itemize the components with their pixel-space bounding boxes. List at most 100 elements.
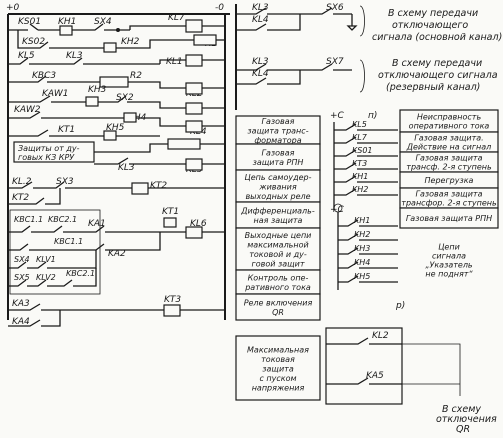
- kt3-label: KT3: [164, 295, 181, 305]
- klv2-row: [8, 268, 97, 287]
- signal-contact: [334, 188, 398, 196]
- legend-left-text: QR: [272, 308, 284, 317]
- legend-right-cell: [399, 207, 499, 229]
- sx2-row: [98, 95, 225, 109]
- kh2-coil: [103, 42, 117, 53]
- legend-left-text: Газовая: [262, 117, 295, 126]
- legend-left-text: Цепь самоудер-: [244, 173, 311, 182]
- kt2-coil: [131, 182, 149, 195]
- signal-contact: [334, 136, 398, 144]
- main-channel-note-3: сигнала (основной канал): [372, 32, 502, 43]
- kru-text-1: Защиты от ду-: [18, 144, 80, 153]
- kh2-wire: [116, 39, 194, 49]
- legend-left-cell: [235, 115, 321, 145]
- legend-left-cell: [235, 269, 321, 295]
- kh1-coil: [59, 25, 73, 36]
- kbc3-label: KBC3: [32, 71, 56, 81]
- reserve-channel-note-3: (резервный канал): [386, 82, 480, 93]
- signal-contact: [338, 261, 398, 269]
- legend-right-text: Газовая защита: [416, 154, 483, 163]
- legend-left-text: защита: [262, 364, 294, 373]
- kh4-coil: [123, 112, 137, 123]
- r3-resistor: [167, 138, 201, 150]
- qr-note-1: В схему: [442, 404, 481, 415]
- kl4-label-r2: KL4: [252, 69, 269, 79]
- legend-left-text: защита транс-: [247, 126, 308, 135]
- legend-right-text: оперативного тока: [409, 122, 490, 131]
- r2-label: R2: [130, 71, 142, 81]
- kaw2-contact: [8, 111, 124, 119]
- kl2-qr-contact: [326, 337, 402, 345]
- signal-contact: [334, 175, 398, 183]
- main-channel-contacts: [236, 7, 352, 31]
- ka3-label: KA3: [12, 299, 30, 309]
- legend-right-text: Газовая защита.: [414, 134, 483, 143]
- signal-contact: [334, 149, 398, 157]
- ka2-row: [8, 232, 161, 251]
- kbc11-label-b: KBC1.1: [54, 237, 83, 246]
- sx6-label: SX6: [326, 3, 344, 13]
- signal-contact: [338, 247, 398, 255]
- legend-left-text: Газовая: [262, 149, 295, 158]
- main-channel-brace: [359, 5, 365, 37]
- kaw2-label: KAW2: [14, 105, 41, 115]
- ka1-label: KA1: [88, 219, 106, 229]
- kt2-label-a: KT2: [150, 181, 167, 191]
- kl4-coil: [185, 120, 203, 133]
- kl3-label-c: KL3: [118, 163, 135, 173]
- p-label: п): [368, 111, 377, 121]
- plus-c-label: +C: [330, 111, 345, 121]
- kbc11-label: KBC1.1: [14, 215, 43, 224]
- kl1-row: [159, 59, 225, 64]
- legend-right-text: не поднят“: [425, 270, 473, 279]
- legend-left-text: максимальной: [247, 241, 308, 250]
- legend-right-text: сигнала: [432, 252, 466, 261]
- legend-right-text: Перегрузка: [425, 176, 474, 185]
- legend-right-text: Действие на сигнал: [406, 143, 492, 152]
- legend-left-text: с пуском: [259, 374, 296, 383]
- kh3-coil: [85, 96, 99, 107]
- legend-right-text: Газовая защита: [416, 190, 483, 199]
- kl6-label: KL6: [190, 219, 207, 229]
- kbc21-label: KBC2.1: [48, 215, 77, 224]
- r2-wire: [128, 81, 225, 89]
- plus-c-label-2: +C: [330, 205, 345, 215]
- reserve-channel-contacts: [236, 63, 352, 85]
- signal-contact-label: KH1: [354, 216, 370, 225]
- signal-contact-label: KS01: [352, 146, 373, 155]
- kt1-contact: [8, 129, 104, 137]
- junction: [116, 28, 120, 32]
- legend-left-cell: [235, 227, 321, 271]
- ks01-label: KS01: [18, 17, 41, 27]
- kh2-label: KH2: [121, 37, 140, 47]
- r1-resistor: [193, 34, 217, 46]
- legend-left-cell: [235, 169, 321, 203]
- kl2-coil: [185, 82, 203, 95]
- signal-contact: [334, 162, 398, 170]
- legend-left-cell: [235, 335, 321, 401]
- kl3-coil: [185, 102, 203, 115]
- kl3-label-r2: KL3: [252, 57, 269, 67]
- kh5-label: KH5: [106, 123, 125, 133]
- kaw1-contact: [8, 95, 86, 103]
- kru-text-2: говых КЗ КРУ: [18, 153, 75, 162]
- ka1-row: [8, 225, 225, 233]
- legend-left-text: Дифференциаль-: [240, 207, 315, 216]
- kl7-label: KL7: [168, 13, 185, 23]
- ka3-row: [8, 303, 164, 311]
- kl7-wire: [129, 25, 225, 30]
- signal-contact-label: KH4: [354, 258, 370, 267]
- sx7-label: SX7: [326, 57, 344, 67]
- kbc21-label-b: KBC2.1: [66, 269, 95, 278]
- kh4-row: [136, 117, 225, 127]
- ka4-label: KA4: [12, 317, 30, 327]
- kl3-kl5-row: [94, 157, 225, 165]
- legend-left-text: Максимальная: [247, 345, 309, 354]
- legend-left-text: Реле включения: [244, 299, 313, 308]
- qr-note-3: QR: [456, 424, 470, 433]
